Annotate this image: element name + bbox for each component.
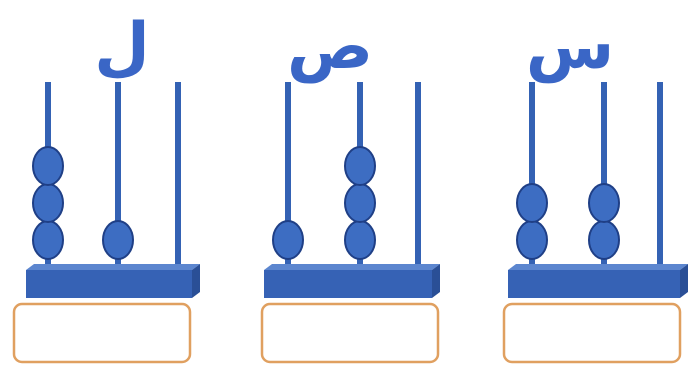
abacus-label: س	[526, 10, 614, 84]
abacus-3: س	[502, 10, 688, 364]
abacus-1: ل	[12, 10, 200, 364]
abacus-rod	[285, 82, 291, 270]
abacus-base-side	[680, 264, 688, 298]
abacus-label: ص	[287, 10, 373, 84]
abacus-rod	[529, 82, 535, 270]
answer-box	[260, 302, 440, 364]
abacus-base-top	[264, 264, 440, 270]
abacus-2: ص	[260, 10, 440, 364]
abacus-base-top	[26, 264, 200, 270]
answer-box	[502, 302, 682, 364]
abacus-bead	[588, 220, 620, 260]
abacus-bead	[516, 220, 548, 260]
abacus-rod	[601, 82, 607, 270]
abacus-bead	[344, 183, 376, 223]
abacus-rod	[115, 82, 121, 270]
abacus-base	[508, 270, 680, 298]
abacus-rod	[175, 82, 181, 270]
abacus-bead	[32, 220, 64, 260]
abacus-bead	[272, 220, 304, 260]
abacus-bead	[344, 220, 376, 260]
abacus-base-side	[432, 264, 440, 298]
abacus-bead	[344, 146, 376, 186]
abacus-base	[26, 270, 192, 298]
abacus-bead	[516, 183, 548, 223]
abacus-rod	[415, 82, 421, 270]
abacus-base-top	[508, 264, 688, 270]
abacus-bead	[32, 146, 64, 186]
abacus-bead	[588, 183, 620, 223]
abacus-label: ل	[94, 10, 150, 84]
abacus-base	[264, 270, 432, 298]
answer-box	[12, 302, 192, 364]
abacus-bead	[32, 183, 64, 223]
abacus-bead	[102, 220, 134, 260]
abacus-base-side	[192, 264, 200, 298]
abacus-rod	[657, 82, 663, 270]
